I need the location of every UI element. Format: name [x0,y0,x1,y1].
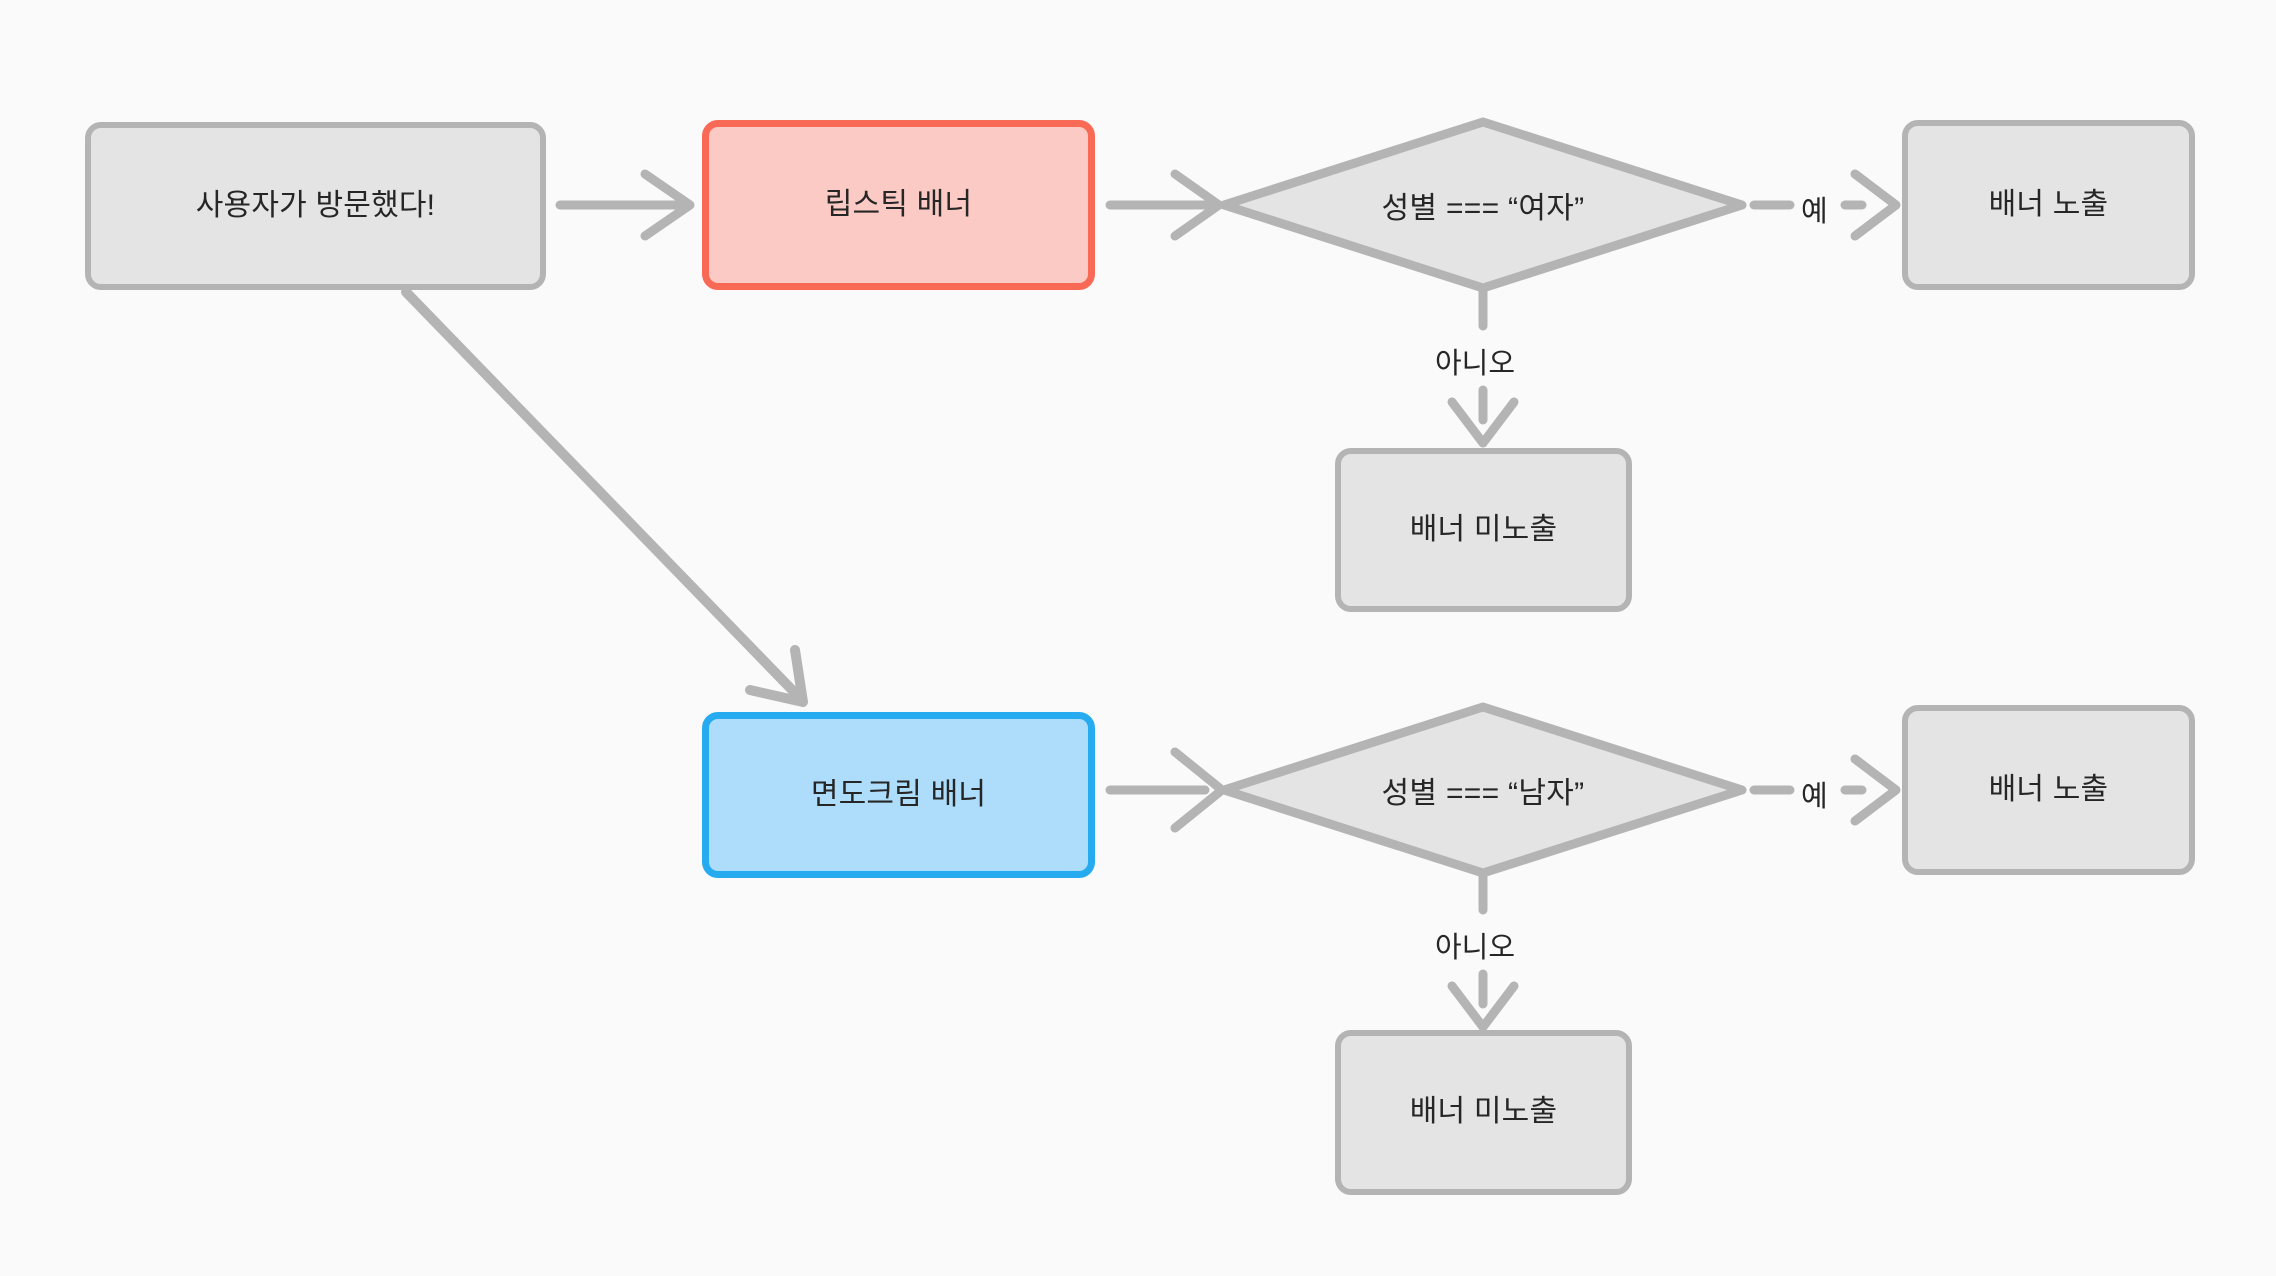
edge-shaving-cream-to-decision-male [1105,747,1227,833]
edge-label-no-top: 아니오 [1435,348,1516,380]
node-show-banner-bottom[interactable]: 배너 노출 [1902,705,2195,875]
node-user-visited[interactable]: 사용자가 방문했다! [85,122,546,290]
edge-lipstick-to-decision-female [1105,169,1224,241]
node-hide-banner-bottom-label: 배너 미노출 [1409,1095,1558,1129]
node-lipstick-banner-label: 립스틱 배너 [824,187,973,221]
node-lipstick-banner[interactable]: 립스틱 배너 [702,120,1095,290]
node-hide-banner-top-label: 배너 미노출 [1409,512,1558,546]
node-hide-banner-bottom[interactable]: 배너 미노출 [1335,1030,1632,1195]
edge-visit-to-lipstick [555,169,695,241]
node-show-banner-bottom-label: 배너 노출 [1988,772,2109,806]
node-shaving-cream-banner[interactable]: 면도크림 배너 [702,712,1095,878]
node-decision-female-label-wrap: 성별 === “여자” [1224,175,1742,235]
node-decision-female-label: 성별 === “여자” [1381,192,1585,225]
edge-label-yes-top: 예 [1801,196,1828,228]
node-shaving-cream-banner-label: 면도크림 배너 [810,777,987,811]
node-show-banner-top-label: 배너 노출 [1988,187,2109,221]
node-show-banner-top[interactable]: 배너 노출 [1902,120,2195,290]
node-decision-male-label-wrap: 성별 === “남자” [1224,760,1742,820]
node-decision-male-label: 성별 === “남자” [1381,777,1585,810]
edge-label-yes-bottom: 예 [1801,781,1828,813]
edge-visit-to-shaving-cream [401,287,808,707]
node-user-visited-label: 사용자가 방문했다! [195,188,436,222]
node-hide-banner-top[interactable]: 배너 미노출 [1335,448,1632,612]
edge-label-no-bottom: 아니오 [1435,932,1516,964]
